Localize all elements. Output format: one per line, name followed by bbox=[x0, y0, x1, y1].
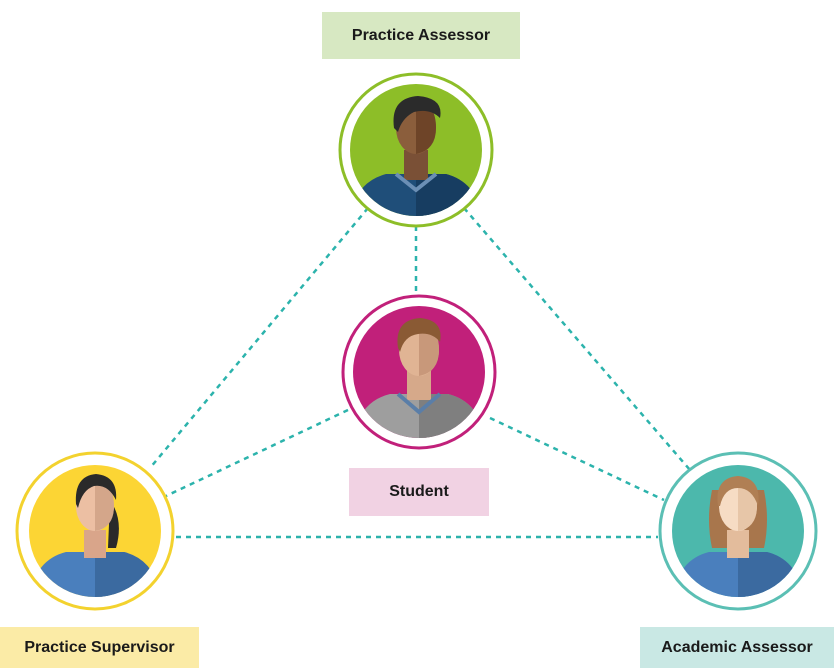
label-text: Practice Assessor bbox=[351, 26, 491, 44]
node-student bbox=[341, 294, 497, 450]
label-text: Academic Assessor bbox=[661, 638, 813, 656]
person-avatar-icon bbox=[353, 318, 485, 438]
connector-assessor-academic bbox=[463, 207, 691, 471]
connectors bbox=[149, 207, 691, 539]
connector-student-supervisor bbox=[165, 408, 349, 498]
label-student: Student bbox=[349, 468, 489, 516]
label-practice-assessor: Practice Assessor bbox=[322, 12, 520, 59]
connector-student-academic bbox=[489, 416, 665, 502]
node-academic-assessor bbox=[658, 451, 818, 611]
person-avatar-icon bbox=[350, 96, 482, 216]
node-practice-supervisor bbox=[15, 451, 175, 611]
person-avatar-icon bbox=[29, 474, 161, 597]
node-practice-assessor bbox=[338, 72, 494, 228]
label-text: Student bbox=[389, 483, 449, 500]
label-academic-assessor: Academic Assessor bbox=[640, 627, 834, 668]
label-practice-supervisor: Practice Supervisor bbox=[0, 627, 199, 668]
label-text: Practice Supervisor bbox=[24, 638, 175, 656]
connector-assessor-supervisor bbox=[149, 207, 369, 469]
